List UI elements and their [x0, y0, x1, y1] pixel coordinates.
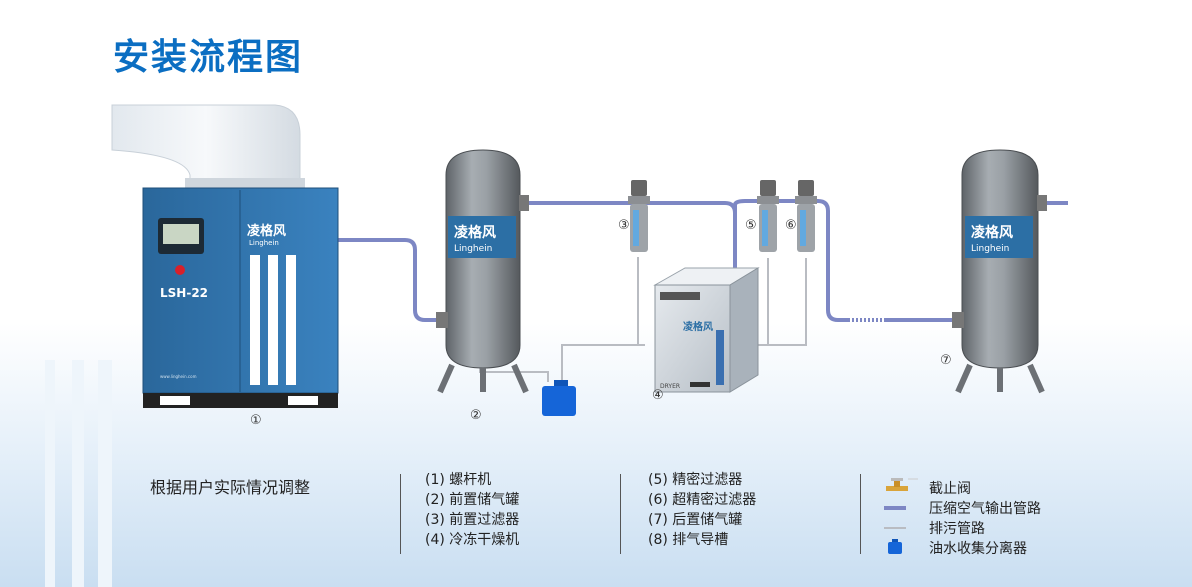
background-stripe [72, 360, 84, 587]
adjust-note: 根据用户实际情况调整 [150, 478, 311, 497]
pre-filter [628, 180, 650, 252]
model-label: LSH-22 [160, 286, 208, 300]
legend-item: (3) 前置过滤器 [425, 512, 520, 528]
legend-item: (4) 冷冻干燥机 [425, 532, 520, 548]
valve-icon [886, 478, 918, 491]
marker-rear-tank: ⑦ [940, 353, 952, 368]
legend-divider [620, 474, 621, 554]
precision-filter [757, 180, 779, 252]
dryer-logo: 凌格风 [683, 320, 713, 333]
ultra-precision-filter [795, 180, 817, 252]
page-title: 安装流程图 [113, 37, 304, 78]
marker-front-tank: ② [470, 408, 482, 423]
screw-compressor: LSH-22 凌格风 Linghein www.linghein.com [142, 187, 339, 408]
rear-air-tank: 凌格风 Linghein [952, 149, 1047, 394]
background-stripe [45, 360, 55, 587]
legend-item: (5) 精密过滤器 [648, 472, 743, 488]
tank-logo: 凌格风 [454, 224, 496, 241]
marker-ultra-filter: ⑥ [785, 218, 797, 233]
tank-logo-en: Linghein [454, 244, 492, 254]
legend-item: (8) 排气导槽 [648, 532, 729, 548]
legend-column-2: (5) 精密过滤器 (6) 超精密过滤器 (7) 后置储气罐 (8) 排气导槽 [648, 470, 756, 550]
legend-divider [860, 474, 861, 554]
tank-logo: 凌格风 [971, 224, 1013, 241]
exhaust-duct [111, 104, 305, 192]
legend-label: 排污管路 [929, 521, 985, 537]
separator-icon [888, 539, 902, 554]
legend-item: (1) 螺杆机 [425, 472, 492, 488]
display-screen [163, 224, 199, 244]
marker-pre-filter: ③ [618, 218, 630, 233]
legend-item: (6) 超精密过滤器 [648, 492, 757, 508]
background-stripe [98, 360, 112, 587]
legend-divider [400, 474, 401, 554]
brand-logo-en: Linghein [249, 239, 279, 247]
refrigerated-dryer: 凌格风 DRYER [653, 267, 760, 393]
marker-compressor: ① [250, 413, 262, 428]
website: www.linghein.com [160, 374, 197, 379]
legend-label: 压缩空气输出管路 [929, 501, 1041, 517]
legend-item: (2) 前置储气罐 [425, 492, 520, 508]
legend-label: 截止阀 [929, 481, 971, 497]
marker-precision-filter: ⑤ [745, 218, 757, 233]
legend-item: (7) 后置储气罐 [648, 512, 743, 528]
dryer-panel [660, 292, 700, 300]
emergency-stop [175, 265, 185, 275]
tank-logo-en: Linghein [971, 244, 1009, 254]
drain-pipe-icon [884, 527, 906, 529]
air-pipe-icon [884, 506, 906, 510]
front-air-tank: 凌格风 Linghein [436, 149, 529, 394]
dryer-label: DRYER [660, 383, 680, 390]
legend-column-1: (1) 螺杆机 (2) 前置储气罐 (3) 前置过滤器 (4) 冷冻干燥机 [425, 470, 519, 550]
legend-label: 油水收集分离器 [929, 541, 1027, 557]
marker-dryer: ④ [652, 388, 664, 403]
oil-water-separator [542, 380, 576, 416]
brand-logo: 凌格风 [247, 223, 286, 239]
